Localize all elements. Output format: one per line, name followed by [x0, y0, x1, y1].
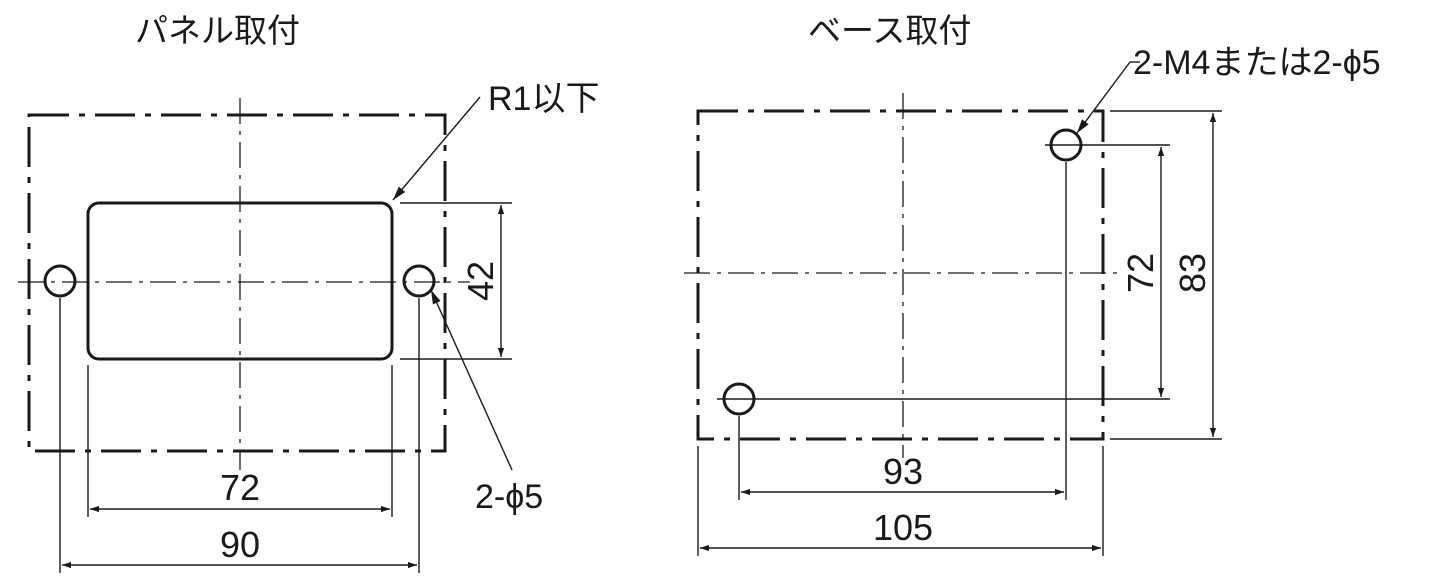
panel-mounting-title: パネル取付 — [135, 11, 300, 50]
panel-hole-leader — [430, 289, 513, 471]
base-hole-note: 2-M4または2-ϕ5 — [1133, 44, 1381, 82]
corner-radius-leader — [392, 96, 481, 201]
panel-mounting-view: パネル取付 72 90 42 R1以下 2-ϕ5 — [18, 11, 599, 573]
base-dim-label-105: 105 — [873, 507, 933, 548]
base-dim-label-72: 72 — [1120, 253, 1161, 293]
base-hole-leader — [1076, 61, 1131, 134]
base-mounting-view: ベース取付 93 105 72 83 2-M4または2-ϕ5 — [684, 11, 1381, 556]
corner-radius-note: R1以下 — [488, 80, 599, 118]
base-dim-label-93: 93 — [883, 451, 923, 492]
panel-dim-label-90: 90 — [220, 524, 260, 565]
base-mounting-title: ベース取付 — [808, 11, 971, 50]
panel-mounting-hole-right — [402, 264, 436, 298]
panel-outline — [27, 113, 447, 453]
panel-mounting-hole-left — [43, 264, 77, 298]
panel-dim-label-42: 42 — [460, 261, 501, 301]
base-dim-label-83: 83 — [1172, 253, 1213, 293]
panel-hole-note: 2-ϕ5 — [475, 478, 543, 516]
base-outline — [696, 109, 1105, 441]
panel-dim-label-72: 72 — [220, 467, 260, 508]
